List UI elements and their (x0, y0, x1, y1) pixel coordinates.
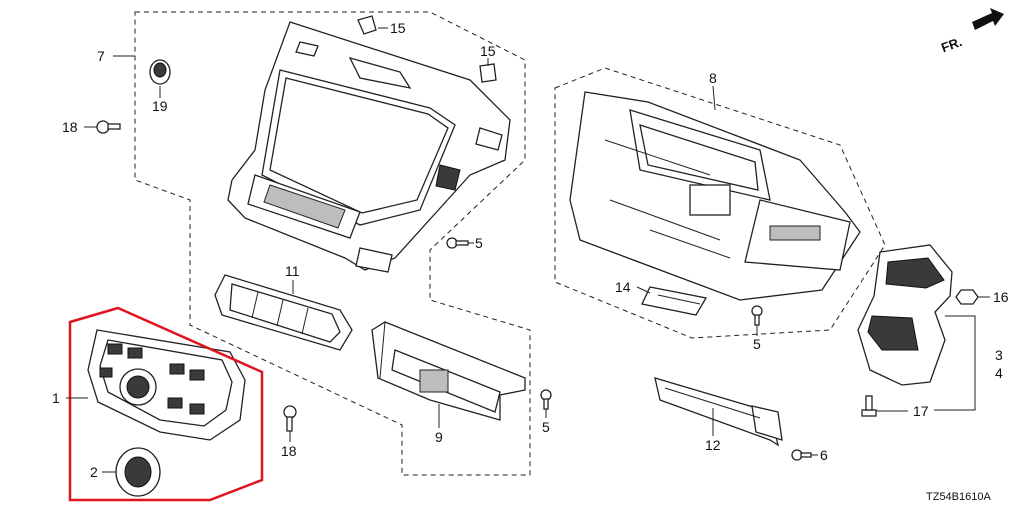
part-label-2: 2 (90, 464, 98, 480)
part-label-1: 1 (52, 390, 60, 406)
circuit-board (654, 377, 783, 447)
clip-right (479, 63, 497, 83)
screw-lower (283, 405, 297, 432)
part-label-14: 14 (615, 279, 631, 295)
drawing-code: TZ54B1610A (926, 491, 991, 503)
knob-cap (149, 59, 171, 85)
part-label-15-top: 15 (390, 20, 406, 36)
part-label-3: 3 (995, 347, 1003, 363)
part-label-5-upper: 5 (475, 235, 483, 251)
part-label-5-lower: 5 (542, 419, 550, 435)
side-garnish (857, 244, 953, 386)
part-label-4: 4 (995, 365, 1003, 381)
highlight-outline (68, 306, 264, 502)
bracket (641, 286, 708, 316)
leader-lines (66, 27, 990, 473)
part-label-9: 9 (435, 429, 443, 445)
part-label-18-upper: 18 (62, 119, 78, 135)
front-arrow-icon (972, 8, 1004, 30)
front-direction-indicator: FR. (939, 8, 1004, 55)
part-label-8: 8 (709, 70, 717, 86)
assembly-7-boundary (134, 11, 531, 476)
part-label-19: 19 (152, 98, 168, 114)
switch-panel (214, 274, 353, 351)
knob-ring (115, 447, 161, 497)
part-label-18-lower: 18 (281, 443, 297, 459)
clip-upper (357, 15, 377, 35)
climate-control-panel (87, 329, 246, 441)
part-label-12: 12 (705, 437, 721, 453)
nut (955, 289, 979, 305)
bolt-middle (751, 305, 763, 326)
part-label-7: 7 (97, 48, 105, 64)
part-label-5-middle: 5 (753, 336, 761, 352)
part-label-15-right: 15 (480, 43, 496, 59)
display-bezel (227, 21, 511, 273)
front-label: FR. (939, 34, 964, 55)
part-label-16: 16 (993, 289, 1009, 305)
assembly-8-boundary (554, 67, 886, 339)
bolt-upper (446, 237, 469, 249)
screw-6 (791, 449, 812, 461)
mounting-bracket (371, 321, 526, 421)
bolt-17 (861, 395, 877, 417)
part-label-11: 11 (285, 263, 300, 279)
bolt-lower (540, 389, 552, 410)
part-label-6: 6 (820, 447, 828, 463)
part-label-17: 17 (913, 403, 929, 419)
audio-chassis (569, 91, 861, 301)
screw-upper (96, 120, 121, 134)
